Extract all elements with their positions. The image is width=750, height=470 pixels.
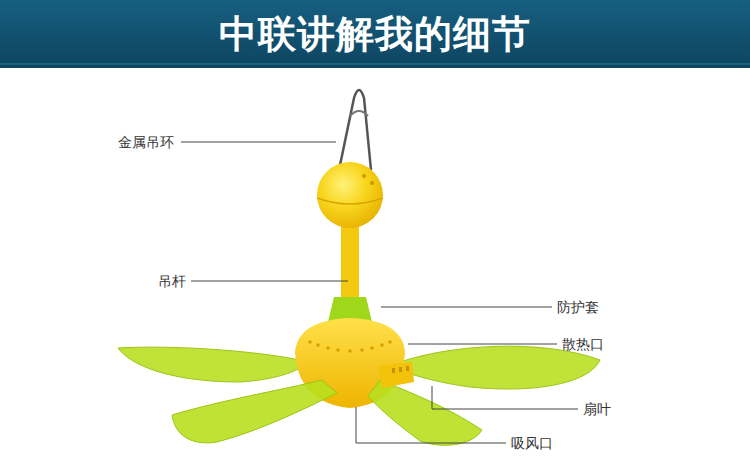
metal-hook [339,90,371,170]
metal-hook-clip [350,111,368,116]
vent-holes [308,340,392,353]
header-band [0,0,750,68]
ball-hole [370,181,374,185]
fan-blade [118,347,300,382]
part-label: 金属吊环 [118,133,174,151]
fan-blade [172,380,337,443]
part-label: 扇叶 [583,400,611,418]
part-label: 散热口 [562,335,604,353]
top-ball [317,162,383,228]
blade-root-slots [392,366,409,373]
part-label: 防护套 [557,298,599,316]
rod [341,220,359,304]
header-stripe [0,64,750,65]
fan-blade [368,380,482,445]
leader-lines [181,142,578,443]
ball-hole [362,174,366,178]
part-label: 吸风口 [511,434,553,452]
part-label: 吊杆 [158,272,186,290]
page-title: 中联讲解我的细节 [0,0,750,68]
ball-seam [317,198,383,204]
blade-root [378,362,414,388]
fan-blade [400,346,600,389]
